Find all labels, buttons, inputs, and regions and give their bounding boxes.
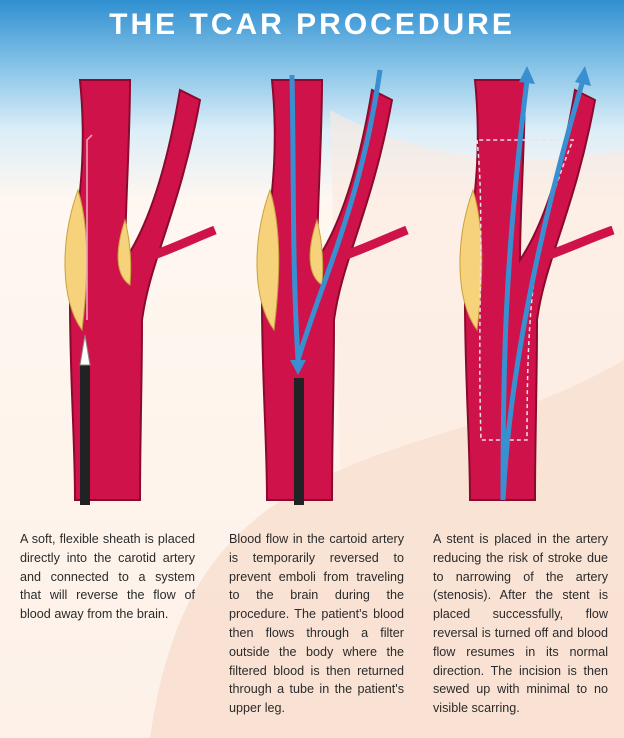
artery-illustration-flow-reversal: [256, 69, 409, 505]
step-1-description: A soft, flexible sheath is placed direct…: [20, 532, 195, 622]
step-2-description: Blood flow in the cartoid artery is temp…: [229, 532, 404, 716]
artery-illustration-stent: [459, 66, 615, 501]
step-3-description: A stent is placed in the artery reducing…: [433, 532, 608, 716]
flow-arrow-icon: [500, 79, 586, 501]
stent-icon: [476, 139, 575, 441]
page-title: THE TCAR PROCEDURE: [109, 8, 515, 41]
sheath-icon: [80, 365, 90, 505]
artery-illustration-sheath: [64, 79, 217, 505]
sheath-icon: [294, 378, 304, 505]
flow-arrow-icon: [289, 69, 383, 361]
